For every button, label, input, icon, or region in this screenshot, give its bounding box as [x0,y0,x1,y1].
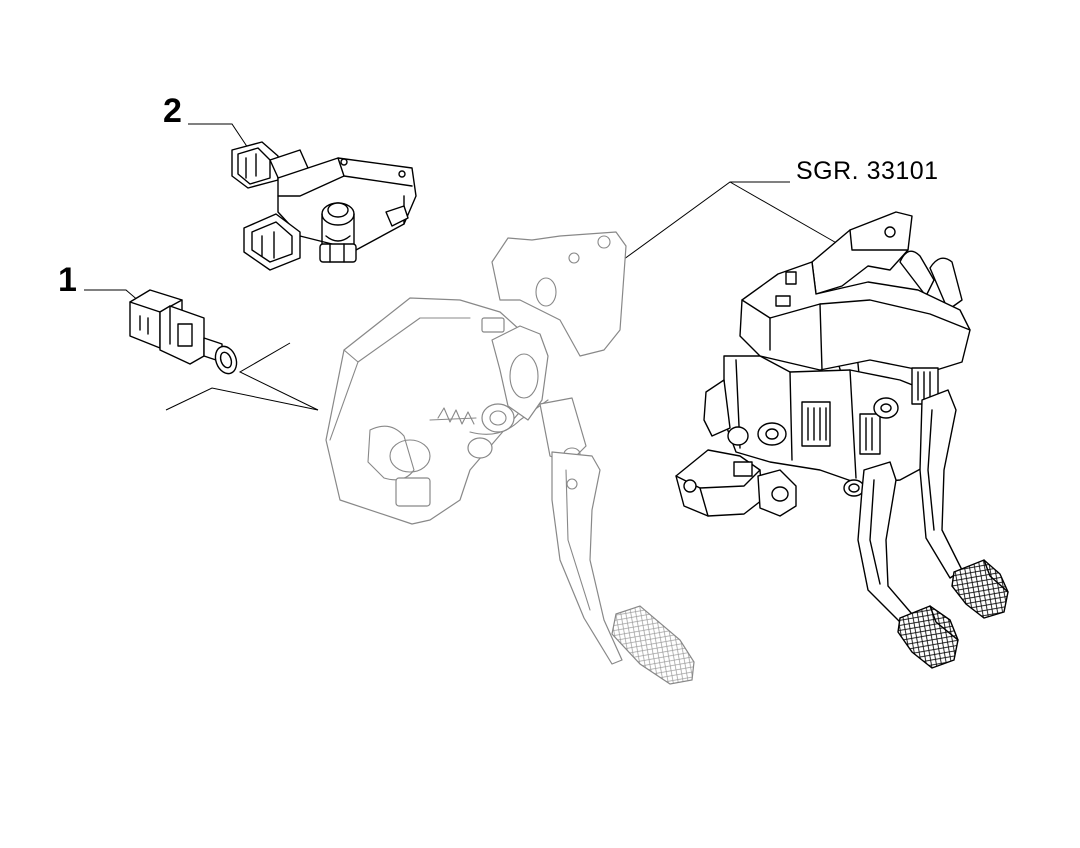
pedal-box-ghost [325,231,695,685]
callout-part-2: 2 [163,92,182,130]
leader-line-part-2 [188,123,249,149]
leader-line-part-1 [84,289,141,303]
group-reference-label: SGR. 33101 [796,157,939,185]
part-2-sensor [231,141,417,271]
installation-pointer [165,342,319,411]
leader-line-group-ref [619,181,841,263]
callout-part-1: 1 [58,261,77,299]
part-1-switch [129,289,238,375]
pedal-box-assembly [675,211,1009,669]
